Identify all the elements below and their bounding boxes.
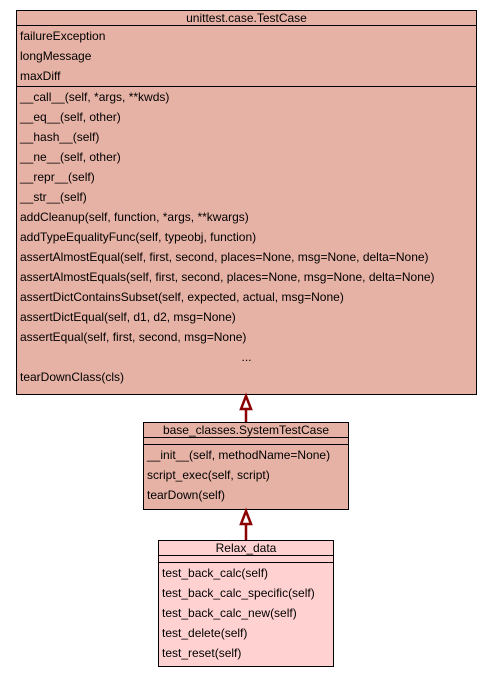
method-row: __str__(self) — [20, 190, 87, 204]
attributes-section-relax-data — [159, 556, 333, 563]
method-row: test_back_calc_specific(self) — [162, 586, 315, 600]
attribute-row: longMessage — [20, 49, 92, 63]
method-row: tearDown(self) — [147, 488, 226, 502]
attributes-section-testcase: failureException longMessage maxDiff — [17, 26, 476, 87]
method-row: script_exec(self, script) — [147, 468, 270, 482]
methods-section-testcase: __call__(self, *args, **kwds) __eq__(sel… — [17, 87, 476, 387]
class-box-relax-data: Relax_data test_back_calc(self) test_bac… — [158, 540, 334, 667]
method-row: __hash__(self) — [20, 130, 100, 144]
attribute-row: failureException — [20, 29, 106, 43]
methods-section-relax-data: test_back_calc(self) test_back_calc_spec… — [159, 563, 333, 663]
method-row: test_reset(self) — [162, 646, 242, 660]
method-row: assertDictContainsSubset(self, expected,… — [20, 290, 344, 304]
method-row: __repr__(self) — [20, 170, 95, 184]
class-name-testcase: unittest.case.TestCase — [17, 11, 476, 26]
inheritance-arrowhead-icon — [239, 392, 253, 411]
method-row: assertAlmostEqual(self, first, second, p… — [20, 250, 429, 264]
methods-section-systemtestcase: __init__(self, methodName=None) script_e… — [144, 445, 348, 505]
method-row: assertDictEqual(self, d1, d2, msg=None) — [20, 310, 236, 324]
method-row: __call__(self, *args, **kwds) — [20, 90, 170, 104]
method-ellipsis: ... — [241, 350, 252, 364]
method-row: assertAlmostEquals(self, first, second, … — [20, 270, 435, 284]
inheritance-edge-systemtestcase-to-testcase — [239, 392, 253, 422]
class-name-systemtestcase: base_classes.SystemTestCase — [144, 423, 348, 438]
method-row: addCleanup(self, function, *args, **kwar… — [20, 210, 249, 224]
attributes-section-systemtestcase — [144, 438, 348, 445]
method-row: test_back_calc_new(self) — [162, 606, 297, 620]
class-name-relax-data: Relax_data — [159, 541, 333, 556]
method-row: __init__(self, methodName=None) — [147, 448, 331, 462]
method-row: __eq__(self, other) — [20, 110, 121, 124]
method-row: test_delete(self) — [162, 626, 248, 640]
class-box-testcase: unittest.case.TestCase failureException … — [16, 10, 477, 395]
method-row: assertEqual(self, first, second, msg=Non… — [20, 330, 247, 344]
method-row: addTypeEqualityFunc(self, typeobj, funct… — [20, 230, 257, 244]
inheritance-edge-relax-to-systemtestcase — [239, 507, 253, 540]
class-box-systemtestcase: base_classes.SystemTestCase __init__(sel… — [143, 422, 349, 510]
inheritance-arrowhead-icon — [239, 507, 253, 526]
method-row: tearDownClass(cls) — [20, 370, 125, 384]
method-row: __ne__(self, other) — [20, 150, 121, 164]
method-row: test_back_calc(self) — [162, 566, 269, 580]
attribute-row: maxDiff — [20, 69, 61, 83]
